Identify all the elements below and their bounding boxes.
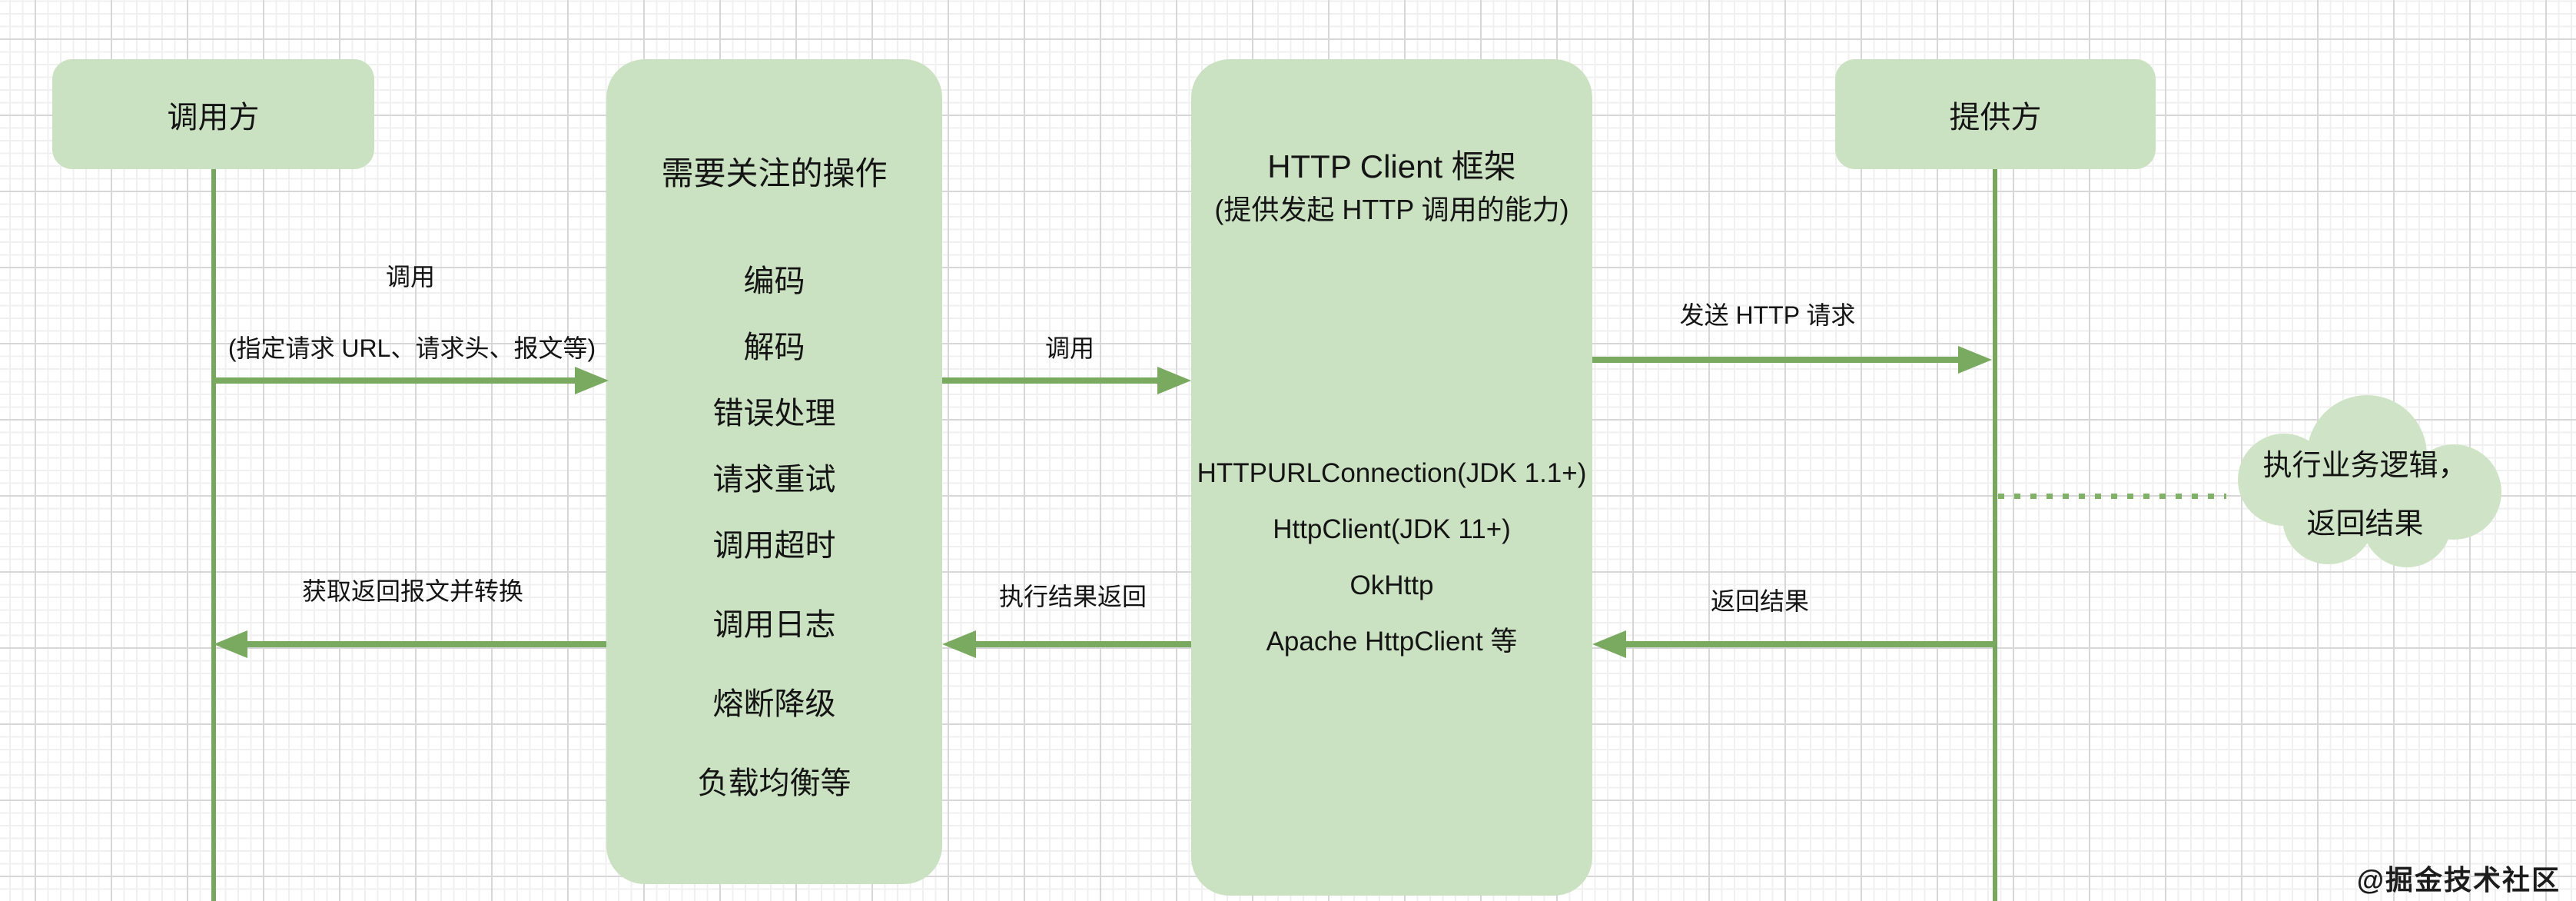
- arrow-call2-label: 调用: [1044, 334, 1095, 362]
- arrow-call1-label: 调用: [385, 263, 436, 291]
- operations-list: 编码 解码 错误处理 请求重试 调用超时 调用日志 熔断降级 负载均衡等: [606, 264, 942, 801]
- operations-list-item: 错误处理: [712, 397, 836, 431]
- caller-node: 调用方: [52, 59, 374, 169]
- arrow-call1-line: [214, 377, 578, 384]
- arrow-return-result-head: [1592, 630, 1626, 658]
- arrow-call2-line: [942, 377, 1159, 384]
- arrow-result-return-label: 执行结果返回: [998, 583, 1147, 610]
- provider-label: 提供方: [1949, 100, 2042, 135]
- http-client-list-item: HTTPURLConnection(JDK 1.1+): [1197, 458, 1587, 488]
- operations-list-item: 调用超时: [712, 529, 836, 563]
- arrow-return-result-label: 返回结果: [1710, 587, 1810, 615]
- arrow-get-response-head: [214, 630, 247, 658]
- caller-lifeline: [211, 169, 216, 901]
- http-client-list-item: HttpClient(JDK 11+): [1273, 514, 1511, 544]
- operations-list-item: 请求重试: [712, 463, 836, 497]
- http-client-title: HTTP Client 框架: [1267, 148, 1516, 185]
- operations-list-item: 熔断降级: [712, 687, 836, 721]
- arrow-result-return-line: [974, 641, 1191, 647]
- cloud-text-line2: 返回结果: [2306, 508, 2424, 540]
- business-logic-dotted-connector: [1998, 494, 2226, 499]
- operations-list-item: 编码: [743, 264, 805, 298]
- http-client-node: HTTP Client 框架 (提供发起 HTTP 调用的能力) HTTPURL…: [1191, 59, 1592, 896]
- cloud-text-line1: 执行业务逻辑，: [2262, 450, 2468, 482]
- business-logic-cloud-text: 执行业务逻辑， 返回结果: [2213, 437, 2517, 554]
- arrow-send-http-line: [1592, 357, 1960, 363]
- watermark-juejin: @掘金技术社区: [2356, 864, 2561, 896]
- arrow-send-http-label: 发送 HTTP 请求: [1679, 301, 1856, 329]
- operations-list-item: 解码: [743, 331, 805, 364]
- arrow-call1-sublabel: (指定请求 URL、请求头、报文等): [227, 334, 596, 362]
- provider-lifeline: [1993, 169, 1997, 901]
- caller-label: 调用方: [167, 100, 260, 135]
- cloud-shape: [2238, 395, 2501, 567]
- http-client-list-item: Apache HttpClient 等: [1266, 627, 1518, 657]
- http-client-list-item: OkHttp: [1349, 570, 1434, 600]
- operations-list-item: 调用日志: [712, 608, 836, 642]
- http-client-list: HTTPURLConnection(JDK 1.1+) HttpClient(J…: [1191, 458, 1592, 657]
- operations-list-item: 负载均衡等: [697, 766, 851, 800]
- arrow-get-response-label: 获取返回报文并转换: [301, 577, 524, 605]
- arrow-send-http-head: [1958, 346, 1992, 374]
- arrow-return-result-line: [1625, 641, 1995, 647]
- arrow-get-response-line: [246, 641, 606, 647]
- arrow-call2-head: [1157, 367, 1191, 394]
- operations-title: 需要关注的操作: [661, 155, 888, 191]
- arrow-call1-head: [575, 367, 609, 394]
- operations-node: 需要关注的操作 编码 解码 错误处理 请求重试 调用超时 调用日志 熔断降级 负…: [606, 59, 942, 884]
- arrow-result-return-head: [942, 630, 976, 658]
- business-logic-cloud: [2213, 394, 2517, 578]
- http-client-subtitle: (提供发起 HTTP 调用的能力): [1214, 194, 1569, 225]
- provider-node: 提供方: [1835, 59, 2156, 169]
